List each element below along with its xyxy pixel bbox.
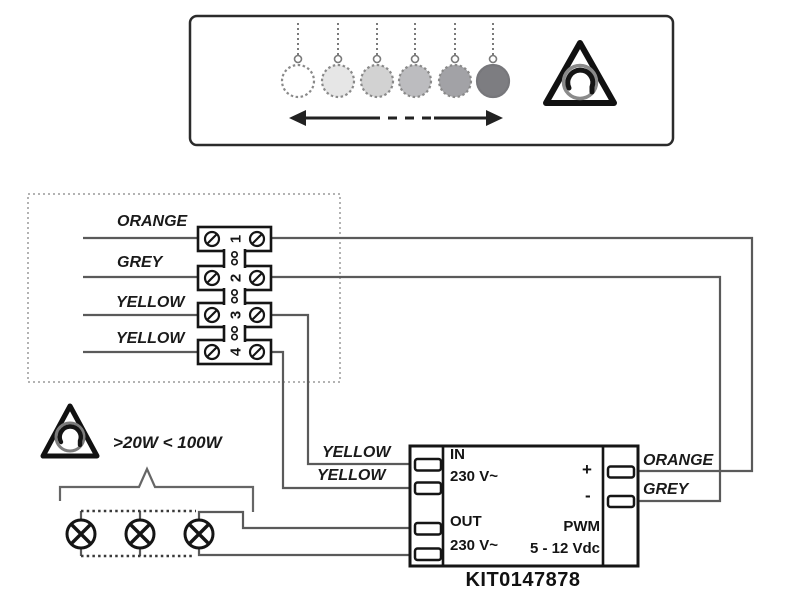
screw-icon: [248, 306, 266, 324]
driver-unit: [408, 444, 640, 568]
driver-minus-sign: -: [585, 486, 591, 505]
pendant-lamp-6-icon: [475, 23, 511, 99]
lamp-symbol-3-icon: [183, 518, 215, 550]
terminal-block: 1 2 3 4: [196, 225, 273, 366]
terminal-number-4: 4: [228, 347, 245, 356]
dimming-panel: [188, 14, 675, 147]
driver-box-border: [408, 444, 640, 568]
lamp-symbol-1-icon: [65, 518, 97, 550]
out-terminal-1: [413, 521, 443, 536]
wires: [79, 236, 754, 557]
screw-terminal-icons: [203, 230, 266, 361]
driver-plus-sign: +: [582, 460, 592, 479]
pendant-lamp-5-icon: [437, 23, 473, 99]
lamp-parallel-dotted-links: [81, 509, 196, 558]
wire-yellow-to-in2: [268, 350, 417, 490]
screw-icon: [203, 269, 221, 287]
driver-left-terminals: [413, 457, 443, 562]
dimming-range-arrow-icon: [289, 110, 503, 126]
load-power-rating: >20W < 100W: [113, 433, 222, 452]
lamp-symbols: [65, 518, 215, 550]
terminal-number-1: 1: [228, 235, 245, 243]
wire-label-yellow4-left: YELLOW: [116, 330, 185, 347]
terminal-number-3: 3: [228, 311, 245, 319]
out-terminal-2: [413, 547, 443, 562]
screw-icon: [248, 269, 266, 287]
dimmer-knob-triangle-icon: [543, 40, 617, 106]
pendant-lamp-icons: [280, 23, 511, 99]
wire-grey-to-minus: [268, 275, 722, 503]
load-bracket: [58, 466, 255, 512]
screw-icon: [203, 306, 221, 324]
screw-icon: [248, 343, 266, 361]
pwm-plus-terminal: [606, 465, 636, 479]
wire-orange-to-plus: [268, 236, 754, 473]
pendant-lamp-4-icon: [397, 23, 433, 99]
wire-label-yellow-in2: YELLOW: [317, 467, 386, 484]
wire-label-grey-left: GREY: [117, 254, 163, 271]
driver-terminal-strip-dividers: [441, 446, 605, 566]
pendant-lamp-1-icon: [280, 23, 316, 99]
screw-icon: [203, 230, 221, 248]
driver-pwm-label: PWM: [563, 518, 600, 535]
screw-icon: [203, 343, 221, 361]
dimmer-knob-triangle-small-icon: [40, 403, 100, 459]
in-terminal-2: [413, 481, 443, 496]
driver-in-label: IN: [450, 446, 465, 463]
wire-label-orange-right: ORANGE: [643, 452, 714, 469]
driver-pwm-range: 5 - 12 Vdc: [529, 540, 600, 557]
pendant-lamp-3-icon: [359, 23, 395, 99]
wire-label-yellow-in1: YELLOW: [322, 444, 391, 461]
wire-lamp-to-out1: [197, 510, 417, 530]
driver-right-terminals: [606, 465, 636, 509]
lamp-stubs: [79, 511, 142, 556]
driver-out-label: OUT: [450, 513, 482, 530]
kit-model-number: KIT0147878: [465, 569, 581, 591]
lamp-symbol-2-icon: [124, 518, 156, 550]
wire-label-orange-left: ORANGE: [117, 213, 188, 230]
dimming-panel-border: [188, 14, 675, 147]
wire-yellow-to-in1: [268, 313, 417, 466]
driver-in-voltage: 230 V~: [450, 468, 498, 485]
pendant-lamp-2-icon: [320, 23, 356, 99]
terminal-number-2: 2: [228, 274, 245, 282]
wire-lamp-to-out2: [197, 549, 417, 557]
terminal-connectors: [222, 249, 247, 342]
mains-enclosure-dashed-box: [27, 193, 341, 383]
driver-out-voltage: 230 V~: [450, 537, 498, 554]
pwm-minus-terminal: [606, 494, 636, 509]
wire-label-grey-right: GREY: [643, 481, 689, 498]
wire-label-yellow3-left: YELLOW: [116, 294, 185, 311]
screw-icon: [248, 230, 266, 248]
in-terminal-1: [413, 457, 443, 472]
